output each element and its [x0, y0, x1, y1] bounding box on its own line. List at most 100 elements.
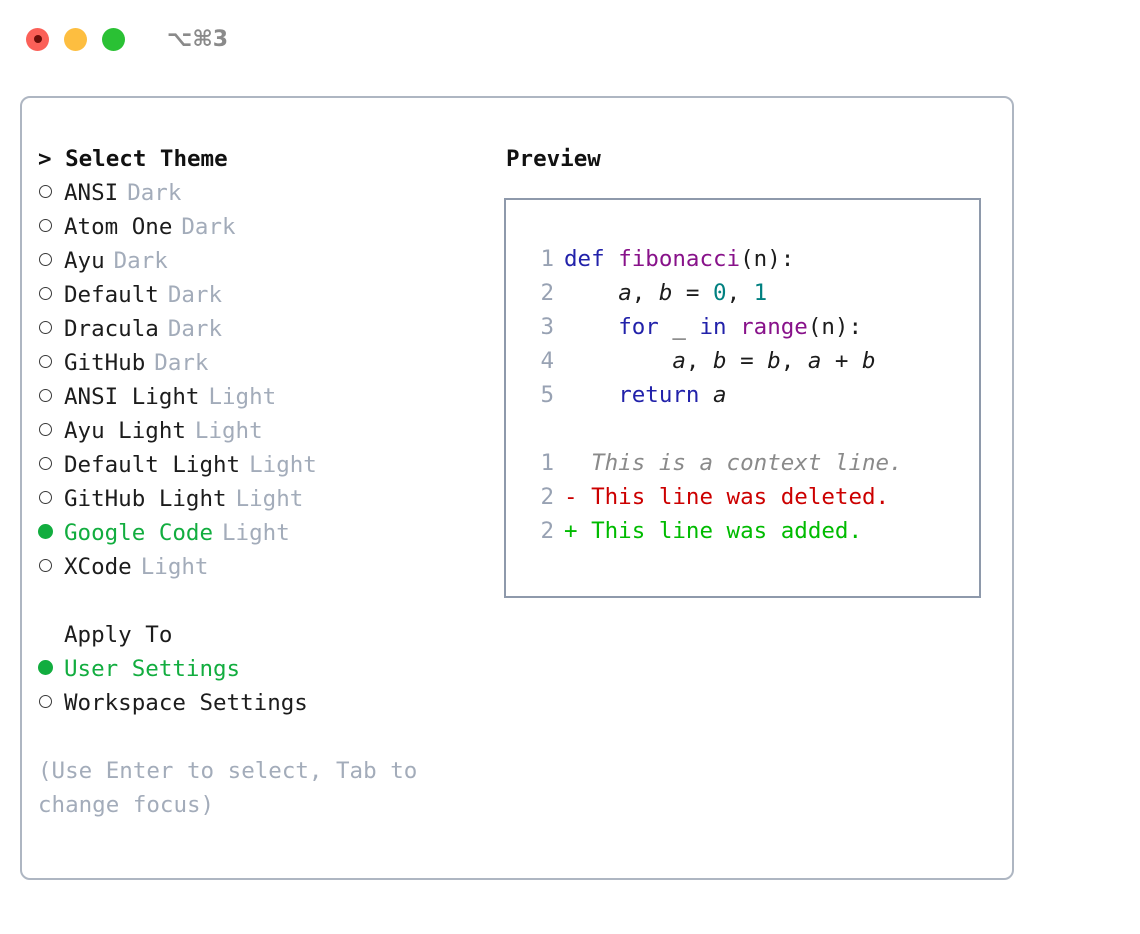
token-pln [699, 382, 713, 408]
apply-option-1[interactable]: Workspace Settings [38, 686, 504, 720]
code-line: 2 a, b = 0, 1 [528, 276, 979, 310]
theme-kind-label: Light [140, 554, 209, 580]
theme-option-9[interactable]: GitHub Light Light [38, 482, 504, 516]
line-number: 2 [540, 280, 554, 306]
token-var: a [807, 348, 822, 374]
token-pln: = [672, 280, 714, 306]
token-var: b [658, 280, 673, 306]
theme-option-label: Default Light [64, 452, 241, 478]
token-pln [564, 314, 618, 340]
code-text: for _ in range(n): [554, 310, 862, 344]
line-number: 2 [540, 518, 554, 544]
theme-kind-label: Dark [167, 282, 223, 308]
code-line: 4 a, b = b, a + b [528, 344, 979, 378]
radio-glyph [39, 219, 52, 232]
token-fn: fibonacci [618, 246, 741, 272]
code-text: a, b = b, a + b [554, 344, 875, 378]
theme-option-4[interactable]: Dracula Dark [38, 312, 504, 346]
theme-kind-label: Dark [181, 214, 236, 240]
line-number: 1 [540, 246, 554, 272]
line-number: 4 [540, 348, 554, 374]
theme-kind-label: Dark [167, 316, 223, 342]
token-pln: = [726, 348, 768, 374]
theme-kind-label: Light [235, 486, 304, 512]
close-button[interactable] [26, 27, 49, 51]
theme-option-label: GitHub Light [64, 486, 227, 512]
radio-glyph [39, 253, 52, 266]
theme-kind-label: Dark [113, 248, 168, 274]
theme-option-label: Ayu [64, 248, 105, 274]
line-number: 1 [540, 450, 554, 476]
theme-option-8[interactable]: Default Light Light [38, 448, 504, 482]
apply-to-heading: Apply To [64, 622, 173, 648]
token-kw: def [564, 246, 619, 272]
code-line: 3 for _ in range(n): [528, 310, 979, 344]
radio-glyph [39, 287, 52, 300]
theme-option-label: Ayu Light [64, 418, 186, 444]
theme-kind-label: Dark [154, 350, 209, 376]
diff-line: 2- This line was deleted. [528, 480, 979, 514]
diff-sample: 1 This is a context line.2- This line wa… [528, 446, 979, 548]
keyboard-hint-text: (Use Enter to select, Tab to change focu… [38, 758, 431, 818]
diff-line: 1 This is a context line. [528, 446, 979, 480]
preview-heading: Preview [506, 146, 601, 172]
theme-option-label: XCode [64, 554, 132, 580]
code-text: return a [554, 378, 727, 412]
radio-glyph [38, 524, 53, 539]
radio-glyph [39, 559, 52, 572]
token-pln: , [631, 280, 659, 306]
minimize-button[interactable] [64, 27, 87, 51]
theme-option-label: Google Code [64, 520, 214, 546]
token-num: 1 [753, 280, 768, 306]
apply-option-label: Workspace Settings [64, 690, 308, 716]
code-spacer [528, 412, 979, 446]
radio-glyph [39, 389, 52, 402]
radio-glyph [38, 660, 53, 675]
token-kw: for [618, 314, 659, 340]
theme-option-11[interactable]: XCode Light [38, 550, 504, 584]
token-pln: + [821, 348, 863, 374]
apply-option-0[interactable]: User Settings [38, 652, 504, 686]
token-num: 0 [713, 280, 727, 306]
line-number: 5 [540, 382, 554, 408]
code-text: a, b = 0, 1 [554, 276, 767, 310]
diff-line: 2 + This line was added. [528, 514, 979, 548]
zoom-button[interactable] [102, 27, 125, 51]
theme-kind-label: Light [249, 452, 317, 478]
token-var: b [713, 348, 727, 374]
theme-option-1[interactable]: Atom One Dark [38, 210, 504, 244]
diff-text: + This line was added. [564, 518, 863, 544]
radio-glyph [39, 423, 52, 436]
radio-glyph [39, 491, 52, 504]
theme-option-label: Atom One [64, 214, 173, 240]
theme-option-2[interactable]: Ayu Dark [38, 244, 504, 278]
token-pln [564, 382, 618, 408]
token-pln: , [726, 280, 754, 306]
theme-option-label: ANSI Light [64, 384, 200, 410]
diff-text: - This line was deleted. [564, 484, 890, 510]
theme-option-label: Dracula [64, 316, 159, 342]
token-var: a [713, 382, 727, 408]
theme-option-label: Default [64, 282, 159, 308]
titlebar: ⌥⌘3 [0, 0, 1140, 78]
apply-option-label: User Settings [64, 656, 241, 682]
theme-option-3[interactable]: Default Dark [38, 278, 504, 312]
window-controls [26, 27, 125, 51]
token-kw: in [699, 314, 727, 340]
code-text: def fibonacci(n): [554, 242, 794, 276]
token-var: a [672, 348, 686, 374]
token-pln: _ [658, 314, 700, 340]
